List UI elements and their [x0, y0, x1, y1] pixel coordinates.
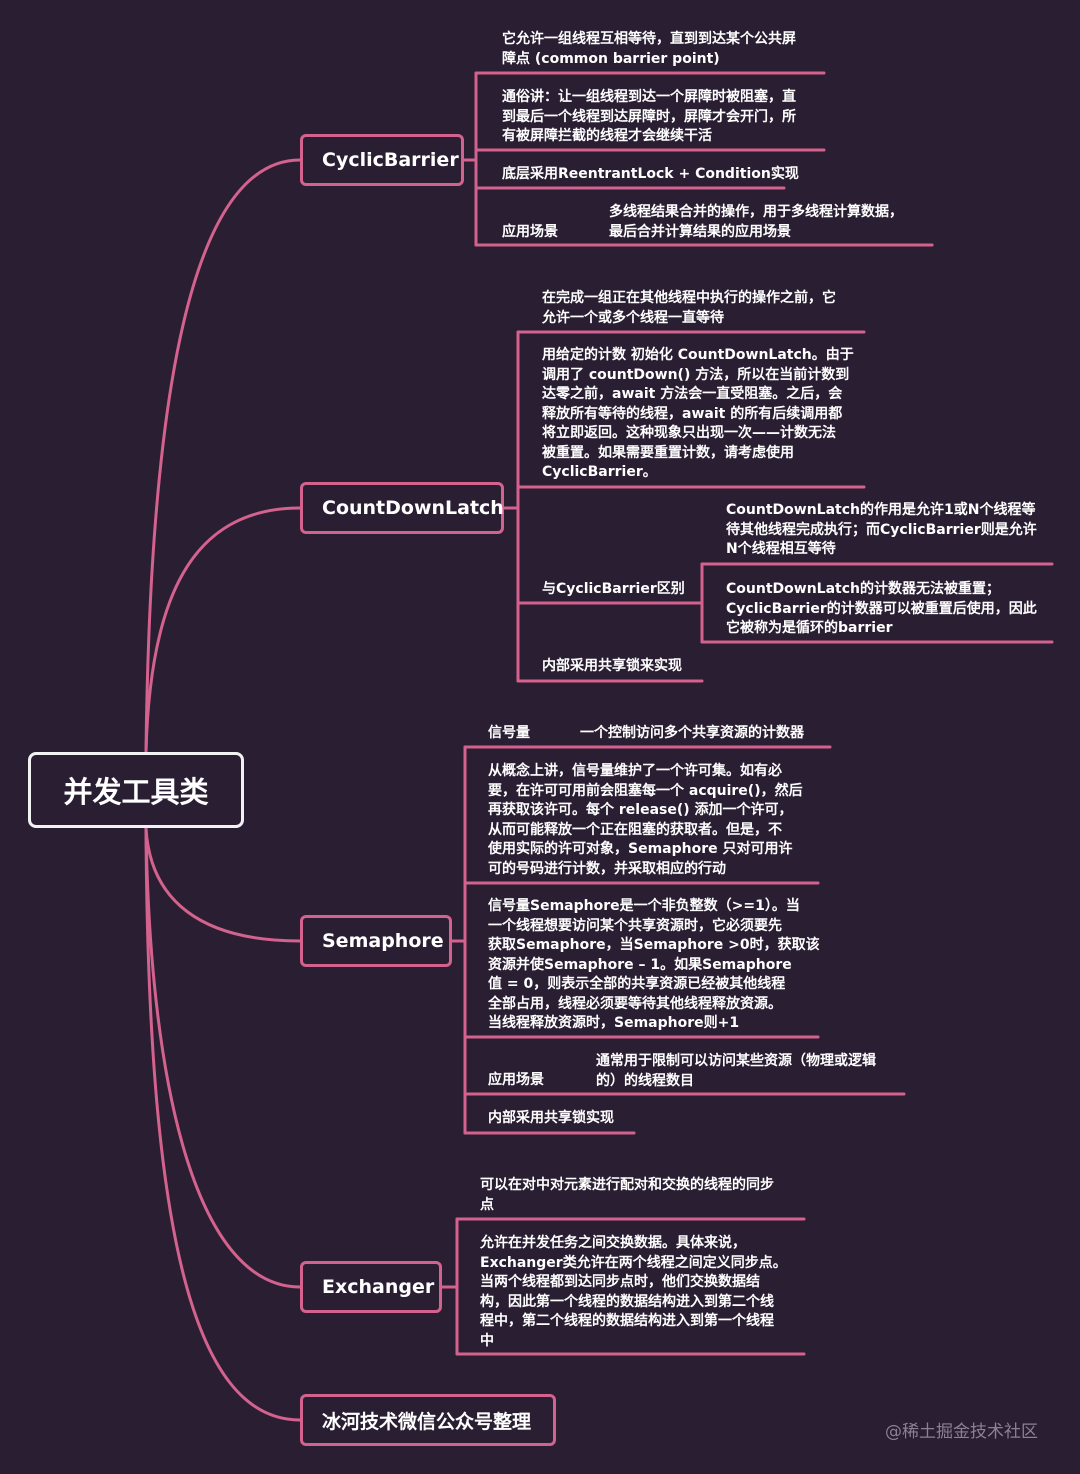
- latch-explanation: 用给定的计数 初始化 CountDownLatch。由于 调用了 countDo…: [542, 346, 854, 483]
- branch-exchanger: Exchanger: [300, 1261, 442, 1313]
- text-line: 程中，第二个线程的数据结构进入到第一个线程: [480, 1313, 774, 1329]
- text-line: 待其他线程完成执行；而CyclicBarrier则是允许: [726, 521, 1037, 538]
- branch-credit: 冰河技术微信公众号整理: [300, 1394, 556, 1446]
- branch-label: 冰河技术微信公众号整理: [322, 1410, 532, 1433]
- latch-diff-2: CountDownLatch的计数器无法被重置； CyclicBarrier的计…: [726, 580, 1037, 639]
- text-line: 构，因此第一个线程的数据结构进入到第二个线: [480, 1293, 774, 1310]
- text-line: 信号量: [488, 725, 530, 741]
- text-line: 有被屏障拦截的线程才会继续干活: [502, 128, 712, 144]
- text-line: 在完成一组正在其他线程中执行的操作之前，它: [542, 290, 836, 306]
- text-line: 的）的线程数目: [596, 1072, 694, 1089]
- text-line: 再获取该许可。每个 release() 添加一个许可，: [488, 802, 793, 818]
- branch-semaphore: Semaphore: [300, 915, 452, 967]
- text-line: 最后合并计算结果的应用场景: [609, 223, 791, 240]
- text-line: 当两个线程都到达同步点时，他们交换数据结: [480, 1274, 760, 1290]
- link-semaphore: [144, 826, 302, 943]
- text-line: 应用场景: [488, 1072, 544, 1088]
- text-line: 它允许一组线程互相等待，直到到达某个公共屏: [502, 31, 796, 47]
- text-line: 障点 (common barrier point): [502, 50, 720, 67]
- watermark: @稀土掘金技术社区: [885, 1422, 1038, 1442]
- branch-label: Exchanger: [322, 1276, 435, 1298]
- semaphore-def-label: 信号量: [488, 724, 530, 744]
- text-line: CountDownLatch的计数器无法被重置；: [726, 581, 1000, 597]
- text-line: 点: [480, 1196, 494, 1213]
- text-line: 用给定的计数 初始化 CountDownLatch。由于: [542, 347, 854, 363]
- semaphore-implementation: 内部采用共享锁实现: [488, 1109, 614, 1129]
- text-line: 释放所有等待的线程，await 的所有后续调用都: [542, 405, 843, 422]
- text-line: 资源并使Semaphore – 1。如果Semaphore: [488, 956, 792, 973]
- text-line: 可以在对中对元素进行配对和交换的线程的同步: [480, 1177, 774, 1193]
- branch-label: Semaphore: [322, 930, 444, 952]
- text-line: 与CyclicBarrier区别: [542, 581, 685, 597]
- text-line: CountDownLatch的作用是允许1或N个线程等: [726, 502, 1036, 518]
- text-line: 要，在许可可用前会阻塞每一个 acquire()，然后: [488, 782, 803, 799]
- semaphore-scene: 通常用于限制可以访问某些资源（物理或逻辑 的）的线程数目: [596, 1052, 876, 1091]
- text-line: 从而可能释放一个正在阻塞的获取者。但是，不: [488, 821, 782, 838]
- text-line: 信号量Semaphore是一个非负整数（>=1）。当: [488, 898, 800, 914]
- cyclic-implementation: 底层采用ReentrantLock + Condition实现: [502, 165, 799, 185]
- link-exchanger: [144, 826, 302, 1289]
- text-line: 获取Semaphore，当Semaphore >0时，获取该: [488, 937, 820, 953]
- cyclic-definition: 它允许一组线程互相等待，直到到达某个公共屏 障点 (common barrier…: [502, 30, 796, 69]
- branch-label: CountDownLatch: [322, 497, 504, 519]
- branch-countdownlatch: CountDownLatch: [300, 482, 504, 534]
- link-latch: [144, 506, 302, 754]
- latch-diff-1: CountDownLatch的作用是允许1或N个线程等 待其他线程完成执行；而C…: [726, 501, 1037, 560]
- text-line: 多线程结果合并的操作，用于多线程计算数据，: [609, 204, 903, 220]
- text-line: 到最后一个线程到达屏障时，屏障才会开门，所: [502, 108, 796, 125]
- latch-diff-label: 与CyclicBarrier区别: [542, 580, 685, 600]
- text-line: 使用实际的许可对象，Semaphore 只对可用许: [488, 841, 793, 857]
- semaphore-def: 一个控制访问多个共享资源的计数器: [580, 724, 804, 744]
- text-line: Exchanger类允许在两个线程之间定义同步点。: [480, 1254, 787, 1271]
- semaphore-scene-label: 应用场景: [488, 1071, 544, 1091]
- semaphore-concept: 从概念上讲，信号量维护了一个许可集。如有必 要，在许可可用前会阻塞每一个 acq…: [488, 762, 803, 879]
- link-cyclic: [144, 158, 302, 754]
- text-line: N个线程相互等待: [726, 541, 836, 557]
- text-line: 一个线程想要访问某个共享资源时，它必须要先: [488, 917, 782, 934]
- cyclic-scene-label: 应用场景: [502, 223, 558, 243]
- semaphore-detail: 信号量Semaphore是一个非负整数（>=1）。当 一个线程想要访问某个共享资…: [488, 897, 820, 1034]
- text-line: 允许在并发任务之间交换数据。具体来说，: [480, 1235, 746, 1251]
- text-line: 调用了 countDown() 方法，所以在当前计数到: [542, 366, 850, 383]
- cyclic-scene: 多线程结果合并的操作，用于多线程计算数据， 最后合并计算结果的应用场景: [609, 203, 903, 242]
- branch-label: CyclicBarrier: [322, 149, 459, 171]
- text-line: 允许一个或多个线程一直等待: [542, 309, 724, 326]
- text-line: 应用场景: [502, 224, 558, 240]
- link-credit: [144, 826, 302, 1422]
- text-line: 它被称为是循环的barrier: [726, 620, 893, 636]
- latch-implementation: 内部采用共享锁来实现: [542, 657, 682, 677]
- text-line: 值 = 0，则表示全部的共享资源已经被其他线程: [488, 976, 786, 992]
- text-line: 通常用于限制可以访问某些资源（物理或逻辑: [596, 1053, 876, 1069]
- text-line: 当线程释放资源时，Semaphore则+1: [488, 1015, 740, 1031]
- text-line: 被重置。如果需要重置计数，请考虑使用: [542, 444, 794, 461]
- text-line: 内部采用共享锁实现: [488, 1110, 614, 1126]
- root-node: 并发工具类: [28, 752, 244, 828]
- text-line: 底层采用ReentrantLock + Condition实现: [502, 166, 799, 182]
- text-line: 内部采用共享锁来实现: [542, 658, 682, 674]
- text-line: 达零之前，await 方法会一直受阻塞。之后，会: [542, 386, 843, 402]
- text-line: 一个控制访问多个共享资源的计数器: [580, 725, 804, 741]
- text-line: CyclicBarrier。: [542, 464, 657, 480]
- text-line: CyclicBarrier的计数器可以被重置后使用，因此: [726, 600, 1037, 617]
- latch-definition: 在完成一组正在其他线程中执行的操作之前，它 允许一个或多个线程一直等待: [542, 289, 836, 328]
- exchanger-explanation: 允许在并发任务之间交换数据。具体来说， Exchanger类允许在两个线程之间定…: [480, 1234, 787, 1351]
- exchanger-definition: 可以在对中对元素进行配对和交换的线程的同步 点: [480, 1176, 774, 1215]
- text-line: 从概念上讲，信号量维护了一个许可集。如有必: [488, 763, 782, 779]
- cyclic-plain-explanation: 通俗讲：让一组线程到达一个屏障时被阻塞，直 到最后一个线程到达屏障时，屏障才会开…: [502, 88, 796, 147]
- text-line: 可的号码进行计数，并采取相应的行动: [488, 860, 726, 877]
- text-line: 通俗讲：让一组线程到达一个屏障时被阻塞，直: [502, 89, 796, 105]
- text-line: 将立即返回。这种现象只出现一次——计数无法: [542, 425, 836, 441]
- text-line: 中: [480, 1332, 494, 1349]
- branch-cyclicbarrier: CyclicBarrier: [300, 134, 464, 186]
- text-line: 全部占用，线程必须要等待其他线程释放资源。: [488, 995, 782, 1012]
